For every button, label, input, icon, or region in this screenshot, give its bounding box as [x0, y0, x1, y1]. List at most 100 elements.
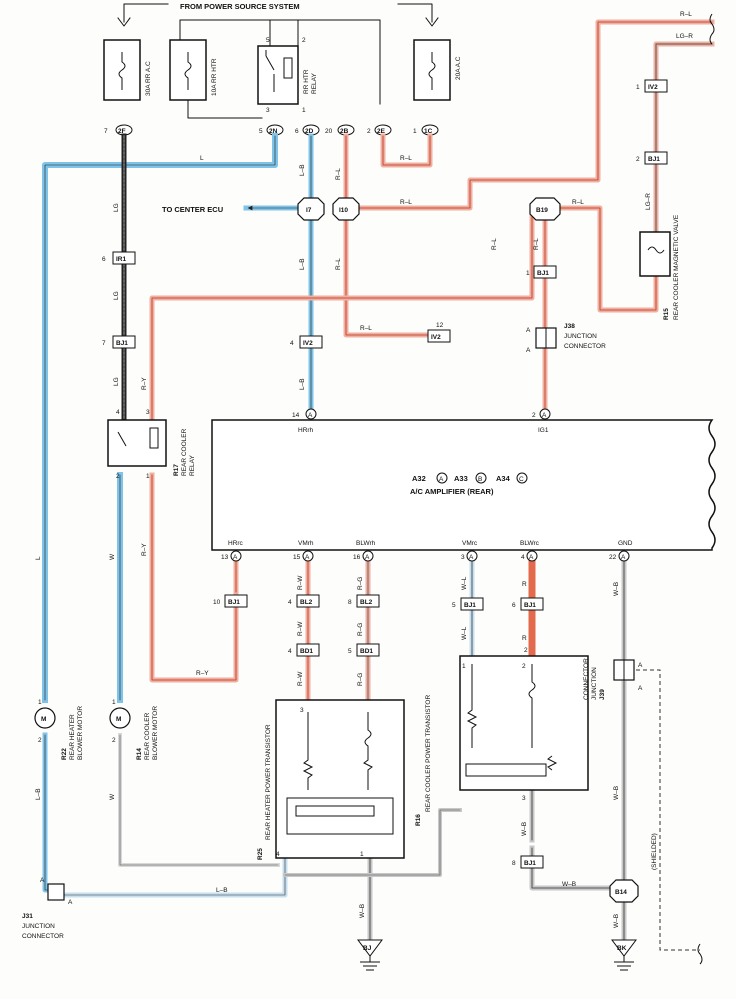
svg-text:R–G: R–G	[357, 623, 364, 636]
svg-text:R–L: R–L	[335, 258, 342, 270]
r17-rear-cooler-relay: 4 3 2 1 R17 REAR COOLER RELAY	[107, 409, 196, 480]
svg-text:1C: 1C	[424, 128, 433, 135]
svg-text:BD1: BD1	[300, 648, 313, 655]
svg-text:VMrh: VMrh	[298, 540, 314, 547]
svg-text:2: 2	[38, 737, 42, 744]
svg-text:2: 2	[524, 647, 528, 654]
svg-text:R–L: R–L	[491, 238, 498, 250]
r16-rear-cooler-power-transistor: 1 2 3 R16 REAR COOLER POWER TRANSISTOR	[415, 655, 589, 826]
wire-rl-relay	[149, 209, 535, 423]
svg-text:JUNCTION: JUNCTION	[591, 667, 598, 700]
svg-text:4: 4	[290, 340, 294, 347]
svg-text:BJ1: BJ1	[228, 599, 240, 606]
svg-text:14: 14	[292, 412, 300, 419]
wire-label-group: R–L LG–R L L–B R–L R–L LG LG LG L–B L–B …	[35, 11, 693, 928]
svg-text:2F: 2F	[118, 128, 126, 135]
svg-text:1: 1	[636, 84, 640, 91]
svg-text:1: 1	[462, 663, 466, 670]
svg-text:JUNCTION: JUNCTION	[22, 923, 55, 930]
svg-text:I10: I10	[339, 207, 348, 214]
svg-text:R–L: R–L	[533, 238, 540, 250]
power-source-label: FROM POWER SOURCE SYSTEM	[180, 2, 300, 11]
svg-text:RR HTR: RR HTR	[303, 69, 310, 94]
junction-i10: I10	[332, 197, 360, 221]
svg-text:IV2: IV2	[648, 84, 658, 91]
svg-text:L: L	[35, 556, 42, 560]
svg-text:6: 6	[102, 256, 106, 263]
svg-text:1: 1	[413, 128, 417, 135]
svg-text:R–G: R–G	[357, 577, 364, 590]
fuse-20a-ac: 20A A.C	[413, 39, 462, 101]
svg-text:BJ1: BJ1	[537, 270, 549, 277]
svg-text:2E: 2E	[377, 128, 386, 135]
svg-text:A: A	[308, 412, 313, 419]
svg-text:B19: B19	[536, 207, 548, 214]
svg-text:BJ1: BJ1	[524, 860, 536, 867]
svg-text:LG–R: LG–R	[645, 193, 652, 210]
svg-text:A: A	[621, 554, 626, 561]
ground-bk: BK	[611, 939, 637, 971]
svg-text:A: A	[365, 554, 370, 561]
r15-magnetic-valve: R15 REAR COOLER MAGNETIC VALVE	[639, 214, 680, 320]
svg-text:REAR COOLER: REAR COOLER	[144, 712, 151, 760]
svg-text:W–B: W–B	[613, 786, 620, 800]
r14-rear-cooler-blower-motor: M 1 2 R14 REAR COOLER BLOWER MOTOR	[109, 699, 159, 760]
svg-text:R25: R25	[257, 848, 264, 860]
svg-text:BK: BK	[617, 945, 627, 952]
svg-text:3: 3	[461, 554, 465, 561]
svg-text:A: A	[529, 554, 534, 561]
svg-text:IV2: IV2	[431, 334, 441, 341]
svg-text:A: A	[638, 662, 643, 669]
svg-text:REAR COOLER POWER TRANSISTOR: REAR COOLER POWER TRANSISTOR	[425, 695, 432, 812]
svg-text:IR1: IR1	[116, 256, 127, 263]
svg-text:A: A	[638, 685, 643, 692]
svg-text:R17: R17	[173, 464, 180, 476]
svg-text:BL2: BL2	[300, 599, 313, 606]
svg-text:A34: A34	[496, 474, 511, 483]
svg-text:L–B: L–B	[299, 378, 306, 390]
svg-text:5: 5	[259, 128, 263, 135]
svg-text:R: R	[522, 635, 527, 642]
j38-junction-connector: J38 JUNCTION CONNECTOR A A	[526, 323, 606, 354]
svg-text:W: W	[109, 553, 116, 560]
svg-text:5: 5	[348, 648, 352, 655]
svg-text:BLOWER MOTOR: BLOWER MOTOR	[152, 706, 159, 760]
svg-text:BD1: BD1	[360, 648, 373, 655]
svg-text:5: 5	[452, 602, 456, 609]
junction-b19: B19	[529, 197, 561, 221]
svg-text:1: 1	[302, 107, 306, 114]
svg-text:2: 2	[116, 473, 120, 480]
svg-text:W–B: W–B	[613, 582, 620, 596]
svg-text:16: 16	[353, 554, 361, 561]
svg-text:2: 2	[367, 128, 371, 135]
svg-text:1: 1	[38, 699, 42, 706]
svg-text:4: 4	[288, 599, 292, 606]
svg-text:22: 22	[609, 554, 617, 561]
to-center-ecu-label: TO CENTER ECU	[162, 205, 223, 214]
svg-text:R–W: R–W	[297, 621, 304, 636]
svg-text:J31: J31	[22, 913, 33, 920]
svg-text:R–L: R–L	[680, 11, 692, 18]
svg-text:REAR HEATER: REAR HEATER	[69, 714, 76, 760]
svg-text:B: B	[478, 476, 482, 483]
svg-text:A: A	[439, 476, 444, 483]
svg-text:IG1: IG1	[538, 427, 549, 434]
svg-text:B14: B14	[615, 889, 627, 896]
svg-text:R–L: R–L	[400, 199, 412, 206]
wire-lgr	[653, 41, 715, 235]
svg-text:BL2: BL2	[360, 599, 373, 606]
svg-text:R–L: R–L	[335, 168, 342, 180]
svg-text:C: C	[519, 476, 524, 483]
svg-text:2N: 2N	[269, 128, 278, 135]
svg-text:W–B: W–B	[521, 822, 528, 836]
svg-text:3: 3	[146, 409, 150, 416]
svg-text:M: M	[41, 716, 46, 723]
rr-htr-relay: RR HTR RELAY 5 2 3 1	[257, 37, 318, 114]
svg-text:A/C AMPLIFIER (REAR): A/C AMPLIFIER (REAR)	[410, 487, 494, 496]
wire-l	[42, 133, 278, 703]
svg-text:3: 3	[266, 107, 270, 114]
svg-text:R–L: R–L	[360, 325, 372, 332]
svg-text:8: 8	[348, 599, 352, 606]
